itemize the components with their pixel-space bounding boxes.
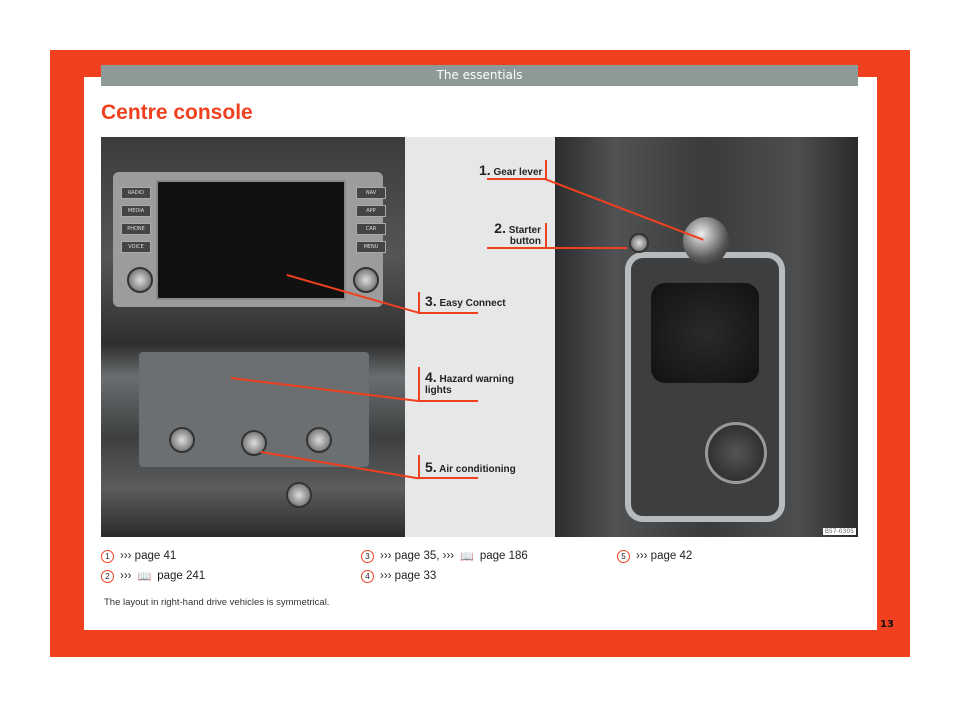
callout-3: 3. Easy Connect	[425, 293, 506, 309]
leader-line	[487, 178, 547, 180]
nav-button: NAV	[356, 187, 386, 199]
refs-col-1: 1 ››› page 41 2 ››› 📖 page 241	[101, 546, 205, 586]
drive-mode-knob	[705, 422, 767, 484]
refs-col-2: 3 ››› page 35, ››› 📖 page 186 4 ››› page 33	[361, 546, 528, 586]
ref-number: 4	[361, 569, 374, 583]
leader-line	[545, 223, 547, 249]
gear-photo	[555, 137, 858, 537]
gear-boot	[651, 283, 759, 383]
dashboard-photo: RADIO MEDIA PHONE VOICE NAV APP CAR MENU	[101, 137, 405, 537]
leader-line	[418, 477, 478, 479]
ref-item: 2 ››› 📖 page 241	[101, 566, 205, 586]
callout-panel	[405, 137, 555, 537]
centre-console-figure: RADIO MEDIA PHONE VOICE NAV APP CAR MENU…	[101, 137, 858, 537]
page-number: 13	[880, 619, 894, 630]
ref-arrows: ›››	[120, 570, 132, 582]
callout-1: 1. Gear lever	[479, 162, 542, 178]
leader-line	[418, 292, 420, 314]
ref-link[interactable]: page 241	[157, 570, 206, 582]
ref-number: 2	[101, 569, 114, 583]
ref-link[interactable]: ››› page 33	[380, 570, 437, 582]
figure-code: B57-0305	[822, 528, 856, 535]
section-header: The essentials	[101, 65, 858, 86]
media-button: MEDIA	[121, 205, 151, 217]
callout-label: Easy Connect	[439, 298, 506, 309]
car-button: CAR	[356, 223, 386, 235]
callout-num: 5.	[425, 459, 437, 475]
ref-number: 1	[101, 549, 114, 563]
leader-line	[487, 247, 627, 249]
callout-5: 5. Air conditioning	[425, 459, 516, 475]
callout-num: 2.	[494, 220, 506, 236]
phone-button: PHONE	[121, 223, 151, 235]
ref-item: 5 ››› page 42	[617, 546, 692, 566]
callout-label: Gear lever	[493, 167, 543, 178]
leader-line	[418, 455, 420, 479]
voice-button: VOICE	[121, 241, 151, 253]
leader-line	[418, 367, 420, 402]
leader-line	[418, 312, 478, 314]
infotainment-screen	[156, 180, 346, 300]
gear-knob	[683, 217, 729, 265]
gear-tray	[625, 252, 785, 522]
ref-number: 5	[617, 549, 630, 563]
callout-num: 3.	[425, 293, 437, 309]
callout-num: 4.	[425, 369, 437, 385]
callout-4: 4. Hazard warning lights	[425, 369, 525, 396]
leader-line	[418, 400, 478, 402]
usb-panel-knob	[286, 482, 312, 508]
app-button: APP	[356, 205, 386, 217]
callout-label: Hazard warning lights	[425, 374, 514, 396]
page-title: Centre console	[101, 101, 253, 124]
radio-button: RADIO	[121, 187, 151, 199]
ref-number: 3	[361, 549, 374, 563]
ref-item: 4 ››› page 33	[361, 566, 528, 586]
fan-knob	[241, 430, 267, 456]
layout-note: The layout in right-hand drive vehicles …	[104, 597, 330, 608]
temp-knob-right	[306, 427, 332, 453]
tuning-knob	[353, 267, 379, 293]
callout-2: 2. Starter button	[491, 220, 541, 247]
leader-line	[545, 160, 547, 179]
ref-link[interactable]: ››› page 42	[636, 550, 693, 562]
book-warning-icon: 📖	[460, 550, 474, 563]
ref-link[interactable]: ››› page 35, ›››	[380, 550, 455, 562]
ref-link[interactable]: ››› page 41	[120, 550, 177, 562]
ref-item: 3 ››› page 35, ››› 📖 page 186	[361, 546, 528, 566]
book-warning-icon: 📖	[137, 570, 152, 583]
temp-knob-left	[169, 427, 195, 453]
starter-button	[629, 233, 649, 253]
menu-button: MENU	[356, 241, 386, 253]
ref-item: 1 ››› page 41	[101, 546, 205, 566]
refs-col-3: 5 ››› page 42	[617, 546, 692, 566]
ref-link[interactable]: page 186	[479, 550, 528, 562]
callout-num: 1.	[479, 162, 491, 178]
callout-label: Starter button	[508, 225, 541, 247]
callout-label: Air conditioning	[439, 464, 516, 475]
volume-knob	[127, 267, 153, 293]
